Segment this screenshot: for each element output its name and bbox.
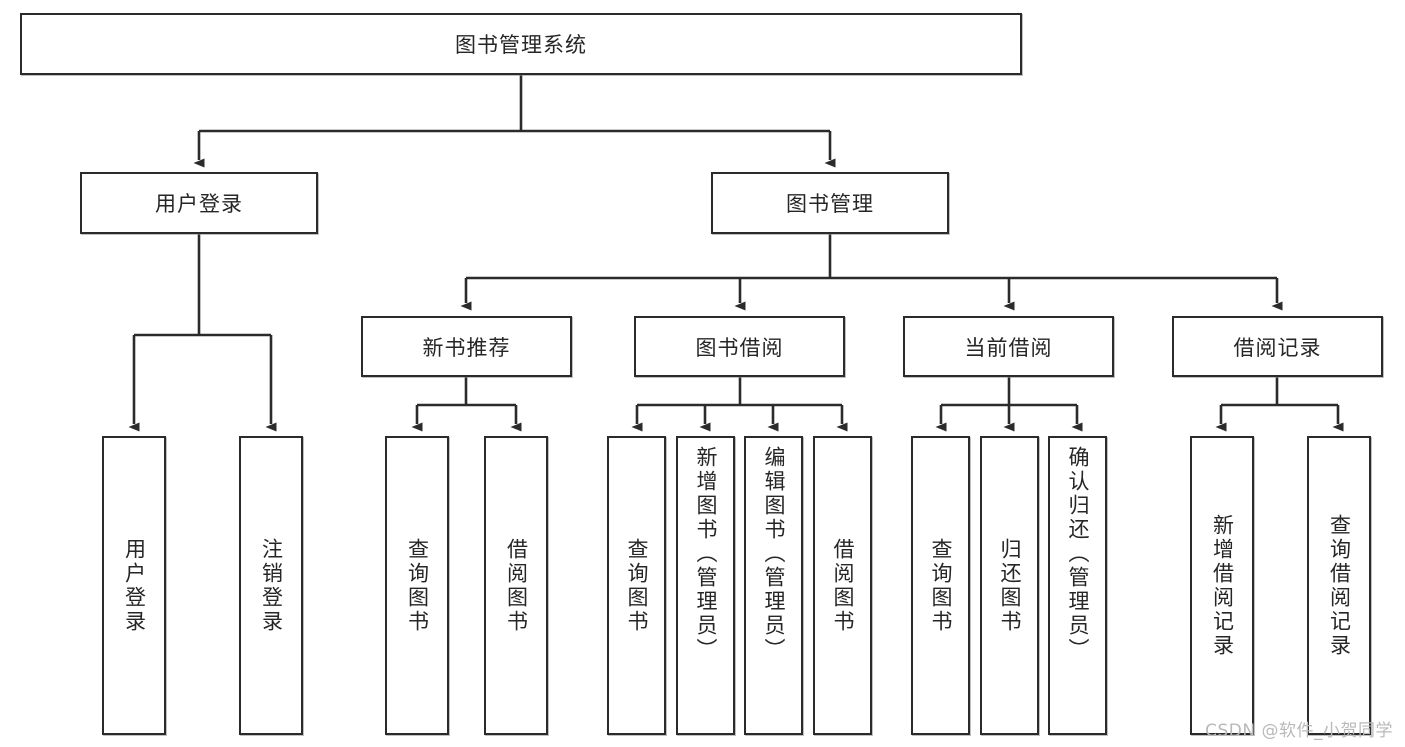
node-user-login[interactable]: 用户登录 [80,172,318,234]
leaf-current-borrow-query-label: 查询图书 [929,537,953,634]
node-book-management-label: 图书管理 [786,192,874,216]
leaf-borrow-record-add-label: 新增借阅记录 [1210,513,1235,658]
watermark-text: CSDN @软件_小贺同学 [1205,721,1393,741]
node-new-book-recommend-label: 新书推荐 [422,335,511,360]
leaf-new-book-borrow-label: 借阅图书 [504,537,529,634]
leaf-book-borrow-query[interactable]: 查询图书 [607,436,666,735]
leaf-borrow-record-query[interactable]: 查询借阅记录 [1307,436,1371,735]
node-current-borrow[interactable]: 当前借阅 [903,316,1114,377]
leaf-borrow-record-add[interactable]: 新增借阅记录 [1190,436,1254,735]
leaf-new-book-query-label: 查询图书 [405,537,430,634]
node-book-borrow-label: 图书借阅 [695,335,784,360]
leaf-current-borrow-confirm-label: 确认归还（管理员） [1066,446,1090,662]
leaf-book-borrow-add-label: 新增图书（管理员） [694,446,718,662]
node-new-book-recommend[interactable]: 新书推荐 [361,316,572,377]
leaf-book-borrow-add[interactable]: 新增图书（管理员） [676,436,735,735]
leaf-user-login-signin-label: 用户登录 [122,537,147,634]
leaf-current-borrow-query[interactable]: 查询图书 [911,436,970,735]
node-root[interactable]: 图书管理系统 [20,13,1022,75]
leaf-user-login-signout-label: 注销登录 [259,537,284,634]
leaf-book-borrow-borrow[interactable]: 借阅图书 [813,436,872,735]
leaf-new-book-borrow[interactable]: 借阅图书 [484,436,548,735]
leaf-new-book-query[interactable]: 查询图书 [385,436,449,735]
node-book-borrow[interactable]: 图书借阅 [634,316,845,377]
leaf-current-borrow-return-label: 归还图书 [998,537,1022,634]
leaf-current-borrow-return[interactable]: 归还图书 [980,436,1039,735]
leaf-user-login-signout[interactable]: 注销登录 [239,436,303,735]
node-borrow-record[interactable]: 借阅记录 [1172,316,1383,377]
leaf-current-borrow-confirm[interactable]: 确认归还（管理员） [1048,436,1107,735]
leaf-book-borrow-edit[interactable]: 编辑图书（管理员） [744,436,803,735]
node-root-label: 图书管理系统 [455,33,587,57]
node-user-login-label: 用户登录 [155,192,243,216]
leaf-borrow-record-query-label: 查询借阅记录 [1327,513,1352,658]
node-book-management[interactable]: 图书管理 [711,172,949,234]
leaf-book-borrow-borrow-label: 借阅图书 [831,537,855,634]
leaf-book-borrow-query-label: 查询图书 [625,537,649,634]
node-borrow-record-label: 借阅记录 [1233,335,1322,360]
node-current-borrow-label: 当前借阅 [964,335,1053,360]
leaf-user-login-signin[interactable]: 用户登录 [102,436,166,735]
leaf-book-borrow-edit-label: 编辑图书（管理员） [762,446,786,662]
